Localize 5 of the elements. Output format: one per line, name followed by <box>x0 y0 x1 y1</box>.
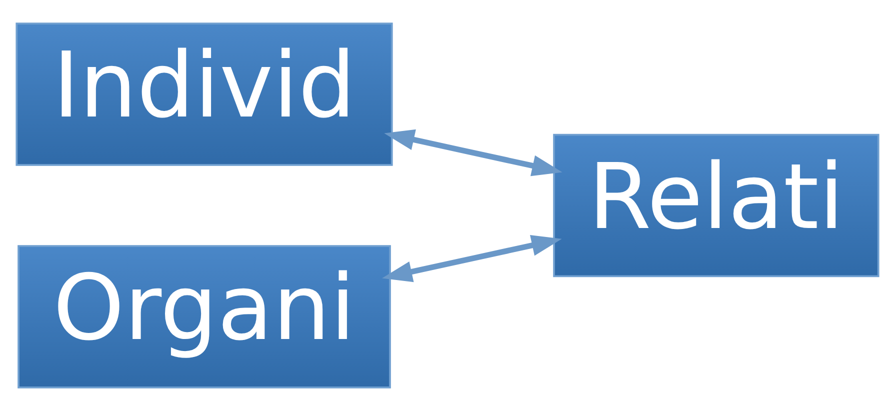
node-box: Individ <box>16 22 393 166</box>
arrow <box>384 128 562 176</box>
arrow <box>382 234 562 282</box>
node-box: Relati <box>553 133 880 277</box>
node-box: Organi <box>18 244 391 388</box>
